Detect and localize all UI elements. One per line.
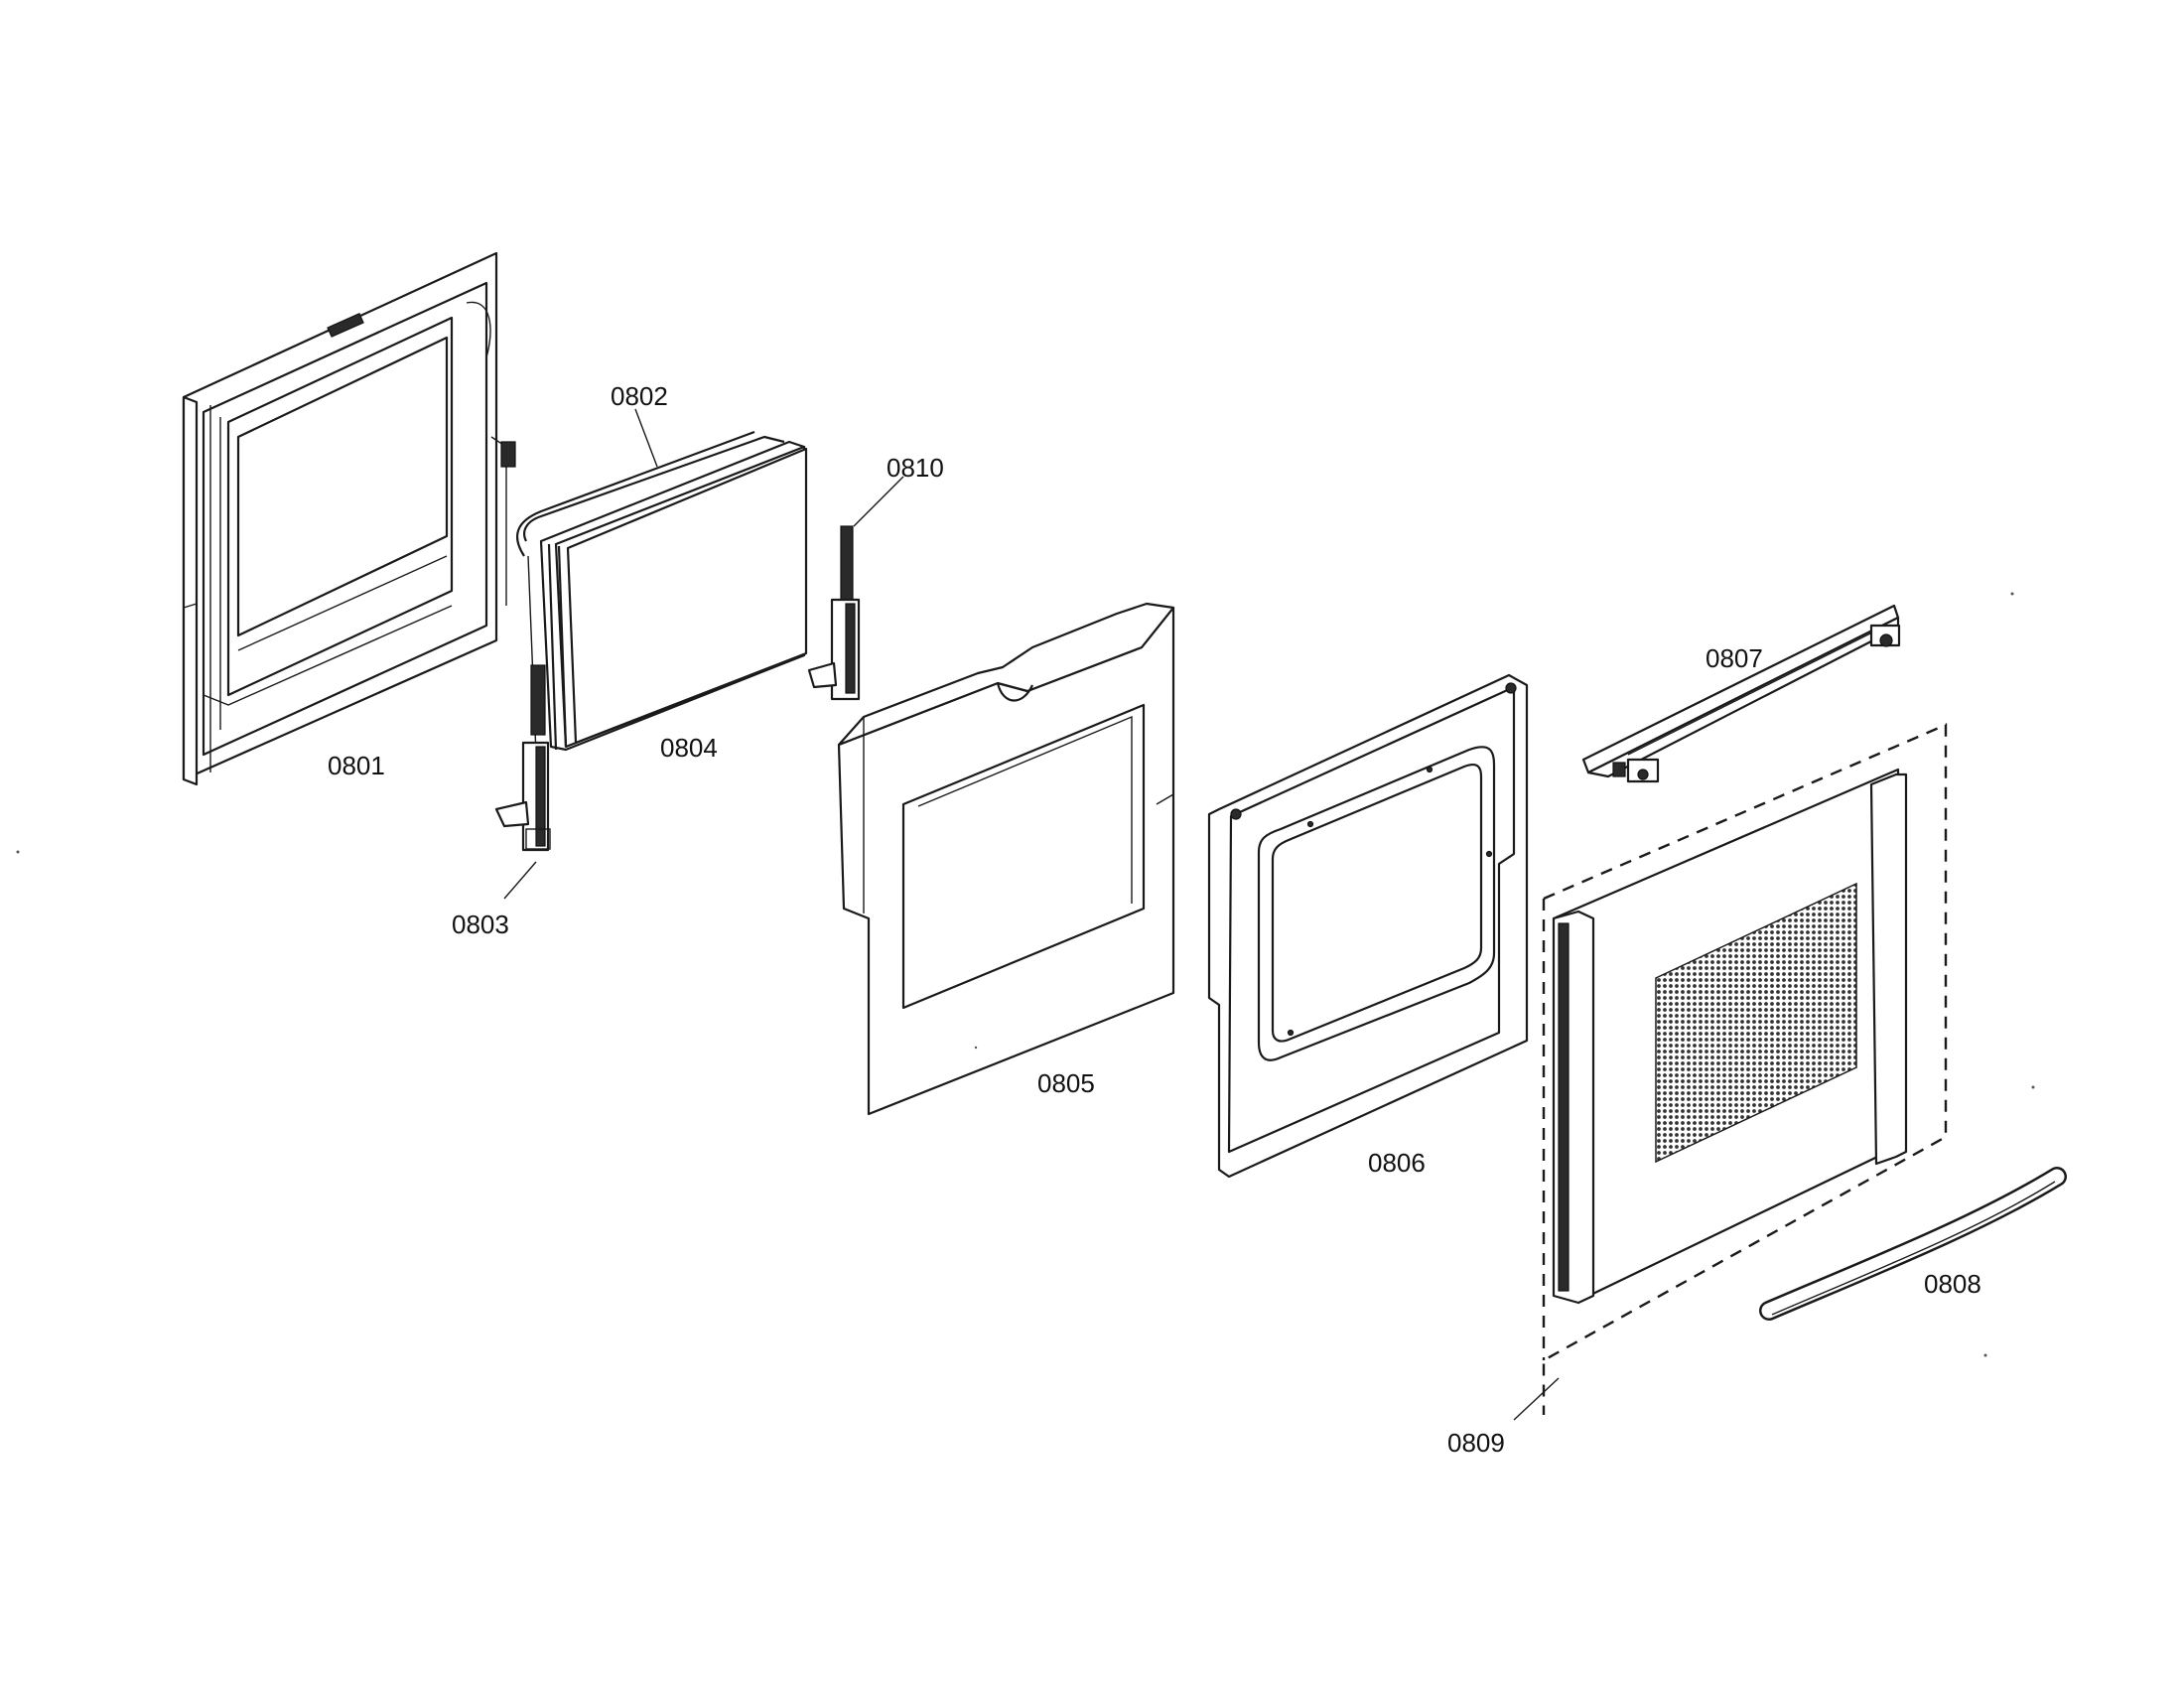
label-0803: 0803: [452, 910, 509, 939]
label-0810: 0810: [887, 453, 944, 483]
top-trim: [1581, 604, 1901, 783]
stray-marks: [16, 592, 2035, 1357]
label-0806: 0806: [1368, 1148, 1426, 1178]
leader-lines: [503, 408, 1560, 1421]
glass-pack: [530, 440, 808, 752]
label-0808: 0808: [1924, 1269, 1981, 1299]
inner-door-frame: [182, 251, 516, 786]
label-0804: 0804: [660, 733, 718, 763]
hinge-left: [494, 741, 551, 852]
label-0801: 0801: [328, 751, 385, 780]
inner-panel: [1207, 673, 1529, 1179]
label-0805: 0805: [1037, 1068, 1095, 1098]
insulation-panel: [837, 602, 1175, 1116]
hinge-right: [807, 525, 861, 701]
label-0809: 0809: [1447, 1428, 1505, 1458]
label-0802: 0802: [611, 381, 668, 411]
door-handle: [1759, 1167, 2067, 1321]
outer-door-panel: [1542, 723, 1948, 1415]
label-0807: 0807: [1706, 643, 1763, 673]
